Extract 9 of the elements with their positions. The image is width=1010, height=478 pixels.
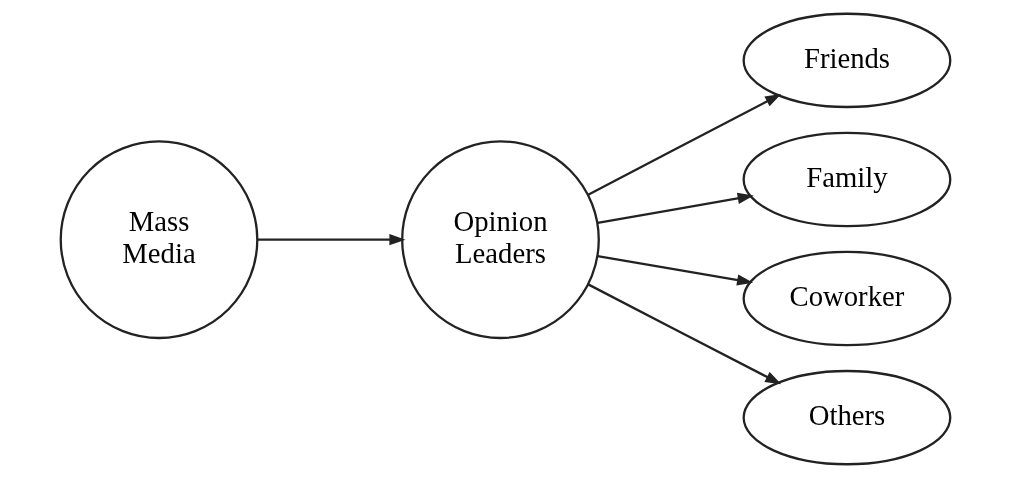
arrow [596, 192, 754, 225]
arrow [587, 93, 781, 196]
arrow [587, 283, 781, 385]
node-circle: Mass Media [59, 140, 258, 340]
arrow [596, 254, 753, 286]
node-ellipse: Family [742, 131, 951, 228]
node-circle: Opinion Leaders [400, 140, 600, 340]
arrow [257, 234, 405, 246]
node-ellipse: Coworker [742, 250, 951, 347]
